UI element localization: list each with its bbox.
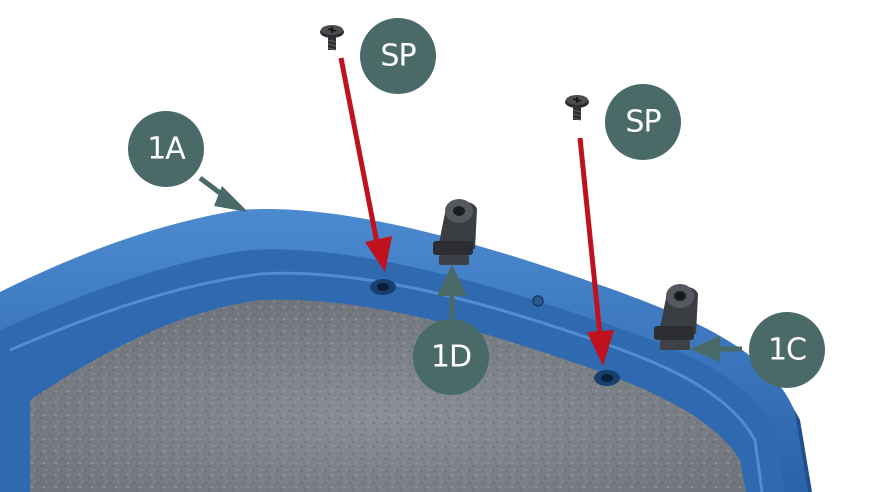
callout-1c-label: 1C xyxy=(768,333,806,368)
pointer-arrow-1a xyxy=(200,178,248,212)
callout-1a-label: 1A xyxy=(147,132,186,167)
screw-hole-right xyxy=(594,370,620,386)
callout-sp-left: SP xyxy=(360,18,436,94)
screw-hole-left xyxy=(370,279,396,295)
screw-icon xyxy=(320,25,344,50)
callout-sp-right-label: SP xyxy=(625,105,661,140)
callout-1c: 1C xyxy=(749,312,825,388)
callout-sp-right: SP xyxy=(605,84,681,160)
callout-sp-left-label: SP xyxy=(380,39,416,74)
callout-1a: 1A xyxy=(128,111,204,187)
rim-pin xyxy=(533,296,543,306)
screw-icon xyxy=(565,95,589,120)
callout-1d-label: 1D xyxy=(431,340,471,375)
callout-1d: 1D xyxy=(413,319,489,395)
